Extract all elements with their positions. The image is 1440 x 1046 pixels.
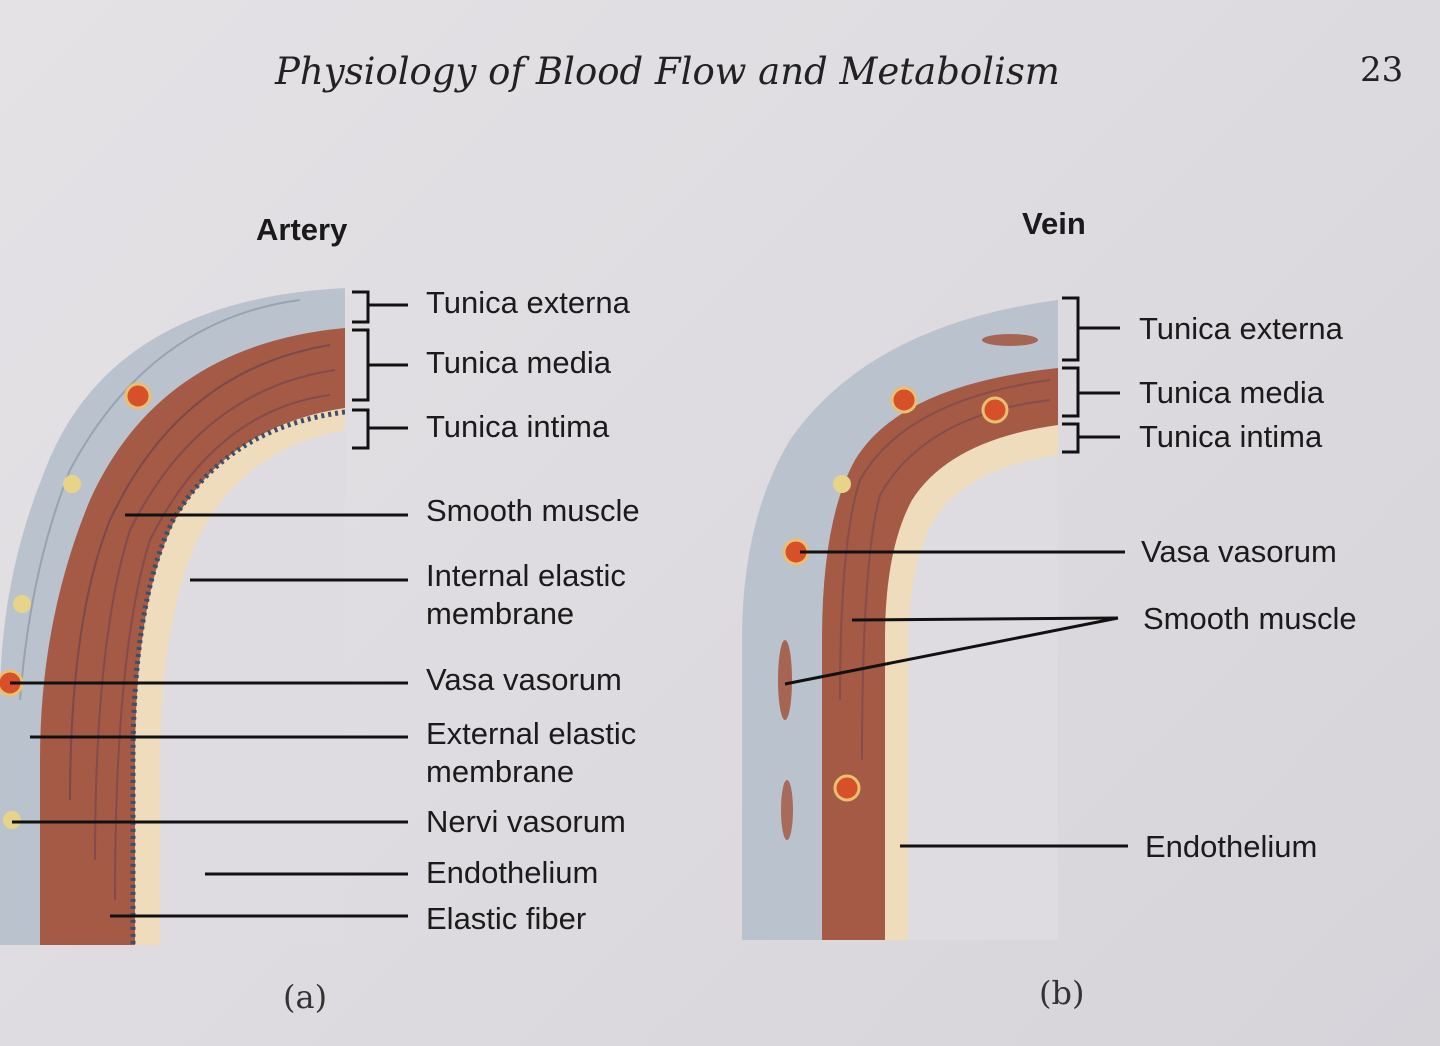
artery-label-elastic-fiber: Elastic fiber <box>426 901 587 936</box>
vein-externa-muscle-bundle <box>982 334 1038 346</box>
artery-fiber-1 <box>69 344 331 801</box>
page-header-title: Physiology of Blood Flow and Metabolism <box>275 50 1060 93</box>
vein-vasa-vasorum-dot <box>833 774 861 802</box>
artery-bracket-externa <box>352 290 408 324</box>
artery-fiber-3 <box>114 394 331 901</box>
vein-label-tunica-media: Tunica media <box>1139 375 1324 410</box>
vein-fiber-2 <box>861 399 1051 761</box>
vein-vasa-vasorum-dot <box>890 386 918 414</box>
artery-fiber-2 <box>94 369 336 861</box>
artery-label-nervi-vasorum: Nervi vasorum <box>426 804 626 839</box>
artery-label-vasa-vasorum: Vasa vasorum <box>426 662 622 697</box>
artery-bracket-intima <box>352 408 408 450</box>
artery-label-smooth-muscle: Smooth muscle <box>426 493 640 528</box>
artery-illustration <box>0 288 345 945</box>
artery-lumen <box>160 430 345 945</box>
artery-label-endothelium: Endothelium <box>426 855 599 890</box>
vein-externa-muscle-bundle <box>778 640 792 720</box>
vein-label-tunica-intima: Tunica intima <box>1139 419 1323 454</box>
vein-bracket-externa <box>1062 296 1120 362</box>
artery-label-tunica-media: Tunica media <box>426 345 611 380</box>
vein-bracket-intima <box>1062 422 1120 454</box>
artery-vasa-vasorum-dot <box>124 382 152 410</box>
vein-leader-smooth-muscle-b <box>784 616 1119 686</box>
vein-label-vasa-vasorum: Vasa vasorum <box>1141 534 1337 569</box>
vein-externa-muscle-bundle <box>781 780 793 840</box>
vein-label-endothelium: Endothelium <box>1145 829 1318 864</box>
vein-bracket-media <box>1062 366 1120 418</box>
vein-label-tunica-externa: Tunica externa <box>1139 311 1343 346</box>
artery-label-tunica-externa: Tunica externa <box>426 285 630 320</box>
vein-leader-lines <box>784 296 1128 848</box>
artery-panel-title: Artery <box>256 212 348 247</box>
vein-nerve-dot <box>833 475 851 493</box>
artery-label-external-elastic-membrane: External elastic membrane <box>426 716 637 789</box>
artery-leader-lines <box>10 290 408 918</box>
artery-caption: (a) <box>283 978 328 1016</box>
vein-lumen <box>908 455 1058 940</box>
vein-vasa-vasorum-dot <box>981 396 1009 424</box>
vein-panel-title: Vein <box>1022 206 1086 241</box>
artery-bracket-media <box>352 328 408 402</box>
artery-label-tunica-intima: Tunica intima <box>426 409 610 444</box>
artery-nerve-dot <box>63 475 81 493</box>
artery-nerve-dot <box>3 811 21 829</box>
vein-fiber-1 <box>839 379 1051 701</box>
page-number: 23 <box>1360 50 1404 90</box>
vein-label-smooth-muscle: Smooth muscle <box>1143 601 1357 636</box>
artery-fiber-4 <box>19 299 301 701</box>
artery-label-internal-elastic-membrane: Internal elastic membrane <box>426 558 626 631</box>
vein-leader-smooth-muscle-a <box>851 616 1119 622</box>
vein-caption: (b) <box>1039 974 1085 1012</box>
artery-nerve-dot <box>13 595 31 613</box>
